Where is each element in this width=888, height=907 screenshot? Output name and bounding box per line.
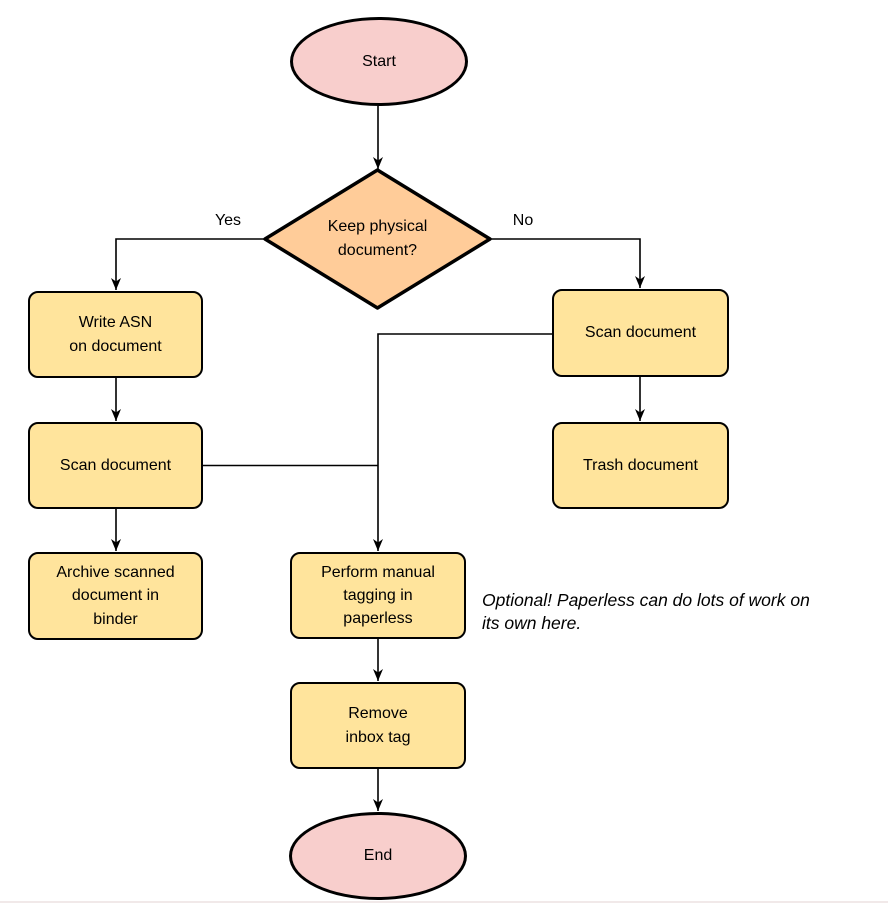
node-tagging: Perform manual tagging in paperless	[290, 552, 466, 639]
diamond-shape	[263, 168, 492, 310]
node-scan-right: Scan document	[552, 289, 729, 377]
node-start-label: Start	[362, 52, 396, 70]
node-decision-shape	[263, 168, 492, 310]
edge-decision-yes-to-write-asn	[111, 238, 265, 290]
node-end-label: End	[363, 847, 393, 865]
node-remove-inbox-label: Remove inbox tag	[345, 705, 411, 746]
node-end: End	[289, 812, 467, 900]
node-trash: Trash document	[552, 422, 729, 509]
edge-scan-right-to-tagging	[373, 333, 552, 551]
node-tagging-label: Perform manual tagging in paperless	[321, 563, 435, 628]
node-write-asn: Write ASN on document	[28, 291, 203, 378]
optional-note: Optional! Paperless can do lots of work …	[482, 590, 810, 634]
node-archive: Archive scanned document in binder	[28, 552, 203, 640]
node-start: Start	[290, 17, 468, 106]
node-scan-right-label: Scan document	[584, 324, 697, 342]
node-decision-label: Keep physical document?	[327, 218, 428, 259]
edge-label-yes: Yes	[214, 212, 242, 229]
edge-decision-no-to-scan-right	[490, 238, 645, 288]
node-trash-label: Trash document	[582, 456, 698, 474]
node-scan-left: Scan document	[28, 422, 203, 509]
node-scan-left-label: Scan document	[59, 456, 172, 474]
node-decision: Keep physical document?	[290, 196, 465, 281]
node-archive-label: Archive scanned document in binder	[56, 564, 175, 628]
edge-label-no: No	[512, 212, 534, 229]
node-write-asn-label: Write ASN on document	[69, 314, 162, 355]
bottom-edge-line	[0, 901, 888, 903]
node-remove-inbox: Remove inbox tag	[290, 682, 466, 769]
